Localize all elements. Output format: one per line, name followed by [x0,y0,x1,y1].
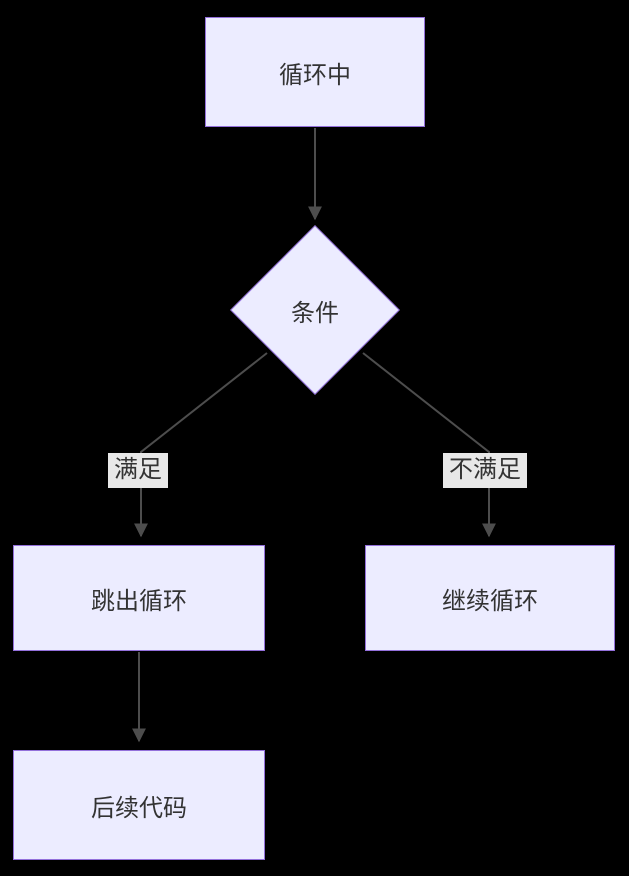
node-break-loop: 跳出循环 [13,545,265,651]
node-subsequent-code: 后续代码 [13,750,265,860]
node-condition: 条件 [230,225,400,395]
node-break-loop-label: 跳出循环 [91,587,187,615]
node-loop-label: 循环中 [279,61,351,89]
node-loop: 循环中 [205,17,425,127]
edge-label-not-satisfied: 不满足 [443,453,527,488]
node-continue-loop: 继续循环 [365,545,615,651]
node-subsequent-code-label: 后续代码 [91,794,187,822]
node-continue-loop-label: 继续循环 [442,587,538,615]
edge-label-satisfied: 满足 [108,453,168,488]
node-condition-label: 条件 [291,299,339,327]
